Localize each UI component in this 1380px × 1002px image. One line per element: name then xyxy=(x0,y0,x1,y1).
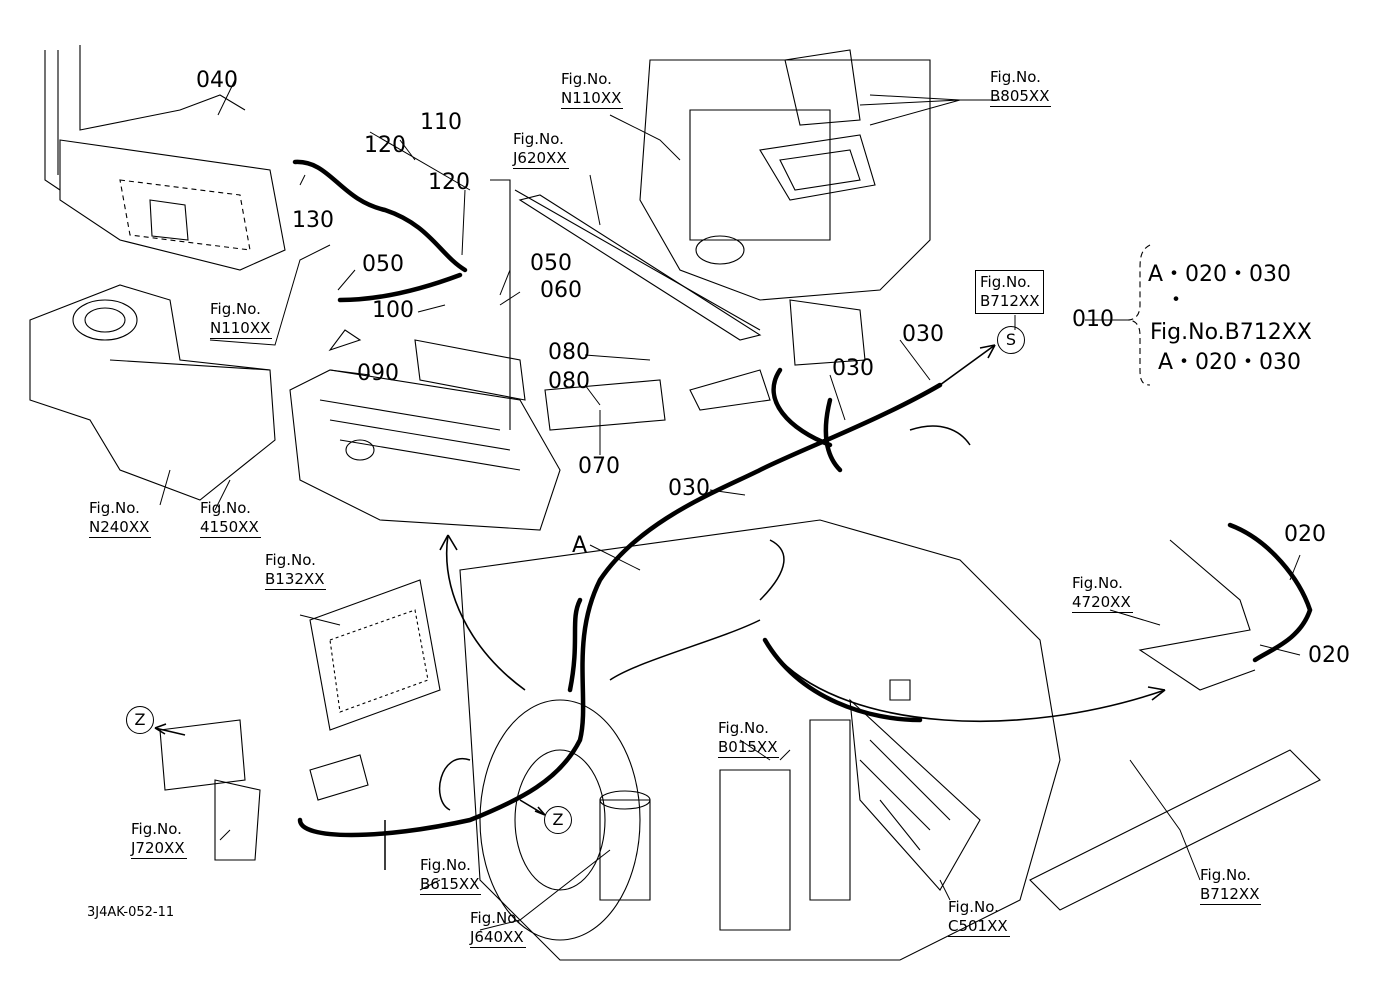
drawing-code: 3J4AK-052-11 xyxy=(87,905,175,920)
fig-ref-4150: Fig.No.4150XX xyxy=(200,499,261,538)
frame-structure-drawing xyxy=(29,45,286,501)
connector-marker-s: S xyxy=(997,326,1025,354)
part-number-010: 010 xyxy=(1072,307,1114,332)
bracket-note-line3: A・020・030 xyxy=(1158,350,1302,375)
bracket-note-dot: ・ xyxy=(1165,288,1188,313)
part-number-060: 060 xyxy=(540,278,582,303)
bracket-brace xyxy=(1127,244,1151,386)
fig-ref-b712-bottom: Fig.No.B712XX xyxy=(1200,866,1262,905)
thin-wires-drawing xyxy=(384,425,971,870)
part-number-110: 110 xyxy=(420,110,462,135)
fig-ref-b015: Fig.No.B015XX xyxy=(718,719,780,758)
part-number-070: 070 xyxy=(578,454,620,479)
part-number-020-lower: 020 xyxy=(1308,643,1350,668)
part-number-030-right: 030 xyxy=(902,322,944,347)
harness-marker-a: A xyxy=(572,533,588,558)
fig-ref-n110-left: Fig.No.N110XX xyxy=(210,300,273,339)
fig-ref-n240: Fig.No.N240XX xyxy=(89,499,152,538)
view-marker-z-left: Z xyxy=(126,706,154,734)
part-number-050-left: 050 xyxy=(362,252,404,277)
part-number-020-upper: 020 xyxy=(1284,522,1326,547)
part-number-090: 090 xyxy=(357,361,399,386)
part-number-080-lower: 080 xyxy=(548,369,590,394)
fig-ref-b805: Fig.No.B805XX xyxy=(990,68,1052,107)
fig-ref-b615: Fig.No.B615XX xyxy=(420,856,482,895)
part-number-030-middle: 030 xyxy=(832,356,874,381)
part-number-050-right: 050 xyxy=(530,251,572,276)
fig-ref-4720: Fig.No.4720XX xyxy=(1072,574,1133,613)
wiring-harness-drawing xyxy=(292,159,1313,838)
controller-parts-drawing xyxy=(159,49,876,901)
fig-ref-j720: Fig.No.J720XX xyxy=(131,820,187,859)
leader-lines xyxy=(159,79,1301,931)
part-number-100: 100 xyxy=(372,298,414,323)
bracket-parts-drawing xyxy=(328,179,1321,911)
fig-ref-j620: Fig.No.J620XX xyxy=(513,130,569,169)
transmission-housing-drawing xyxy=(289,59,1061,961)
part-number-130: 130 xyxy=(292,208,334,233)
view-marker-z-center: Z xyxy=(544,806,572,834)
fig-ref-b712-box: Fig.No.B712XX xyxy=(975,270,1045,314)
fig-ref-n110-top: Fig.No.N110XX xyxy=(561,70,624,109)
part-number-080-upper: 080 xyxy=(548,340,590,365)
part-number-120-left: 120 xyxy=(364,133,406,158)
bracket-note-line2: Fig.No.B712XX xyxy=(1150,320,1312,345)
part-number-120-right: 120 xyxy=(428,170,470,195)
part-number-030-left: 030 xyxy=(668,476,710,501)
fig-ref-b132: Fig.No.B132XX xyxy=(265,551,327,590)
fig-ref-j640: Fig.No.J640XX xyxy=(470,909,526,948)
bracket-note-line1: A・020・030 xyxy=(1148,262,1292,287)
flow-arrows xyxy=(154,344,1166,816)
part-number-040: 040 xyxy=(196,68,238,93)
fig-ref-c501: Fig.No.C501XX xyxy=(948,898,1010,937)
